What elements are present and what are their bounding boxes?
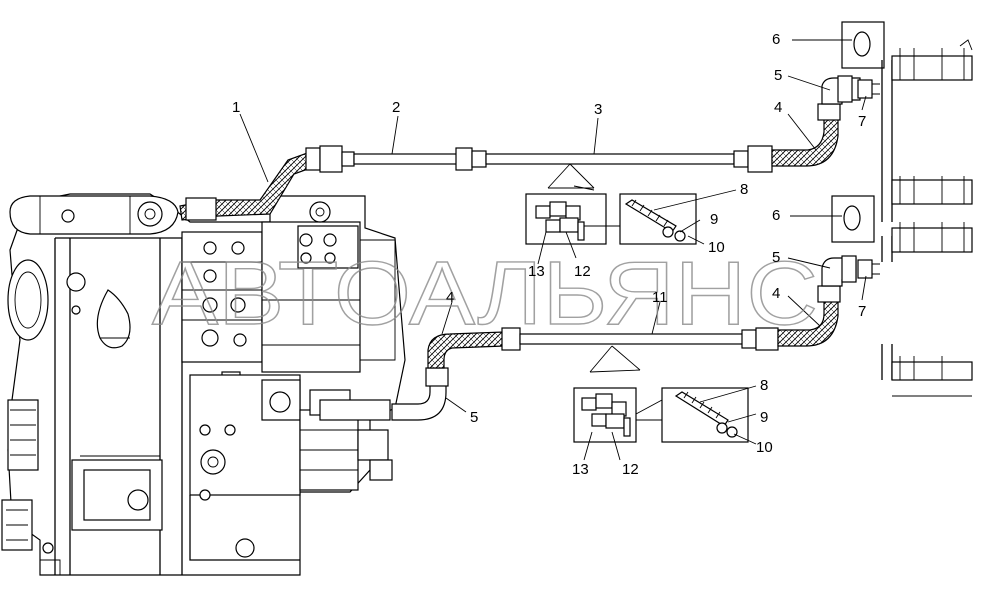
- callout-4: 4: [774, 99, 782, 116]
- watermark-text: АВТОАЛЬЯНС: [152, 244, 818, 344]
- callout-8: 8: [740, 181, 748, 198]
- callout-12: 12: [574, 263, 591, 280]
- callout-4: 4: [446, 289, 454, 306]
- right-edge-manifolds: [881, 39, 973, 397]
- callout-8: 8: [760, 377, 768, 394]
- clamp-detail-upper: [525, 163, 697, 245]
- callout-11: 11: [652, 289, 668, 306]
- transmission-housing: [1, 193, 406, 576]
- clamp-detail-lower: [573, 345, 749, 443]
- callout-7: 7: [858, 113, 866, 130]
- callout-5: 5: [774, 67, 782, 84]
- lower-hose-line: [391, 195, 880, 421]
- upper-hose-line: [179, 21, 885, 221]
- callout-5: 5: [772, 249, 780, 266]
- callout-7: 7: [858, 303, 866, 320]
- callout-6: 6: [772, 31, 780, 48]
- callout-6: 6: [772, 207, 780, 224]
- callout-12: 12: [622, 461, 639, 478]
- leader-lines: [239, 39, 867, 461]
- callout-1: 1: [232, 99, 240, 116]
- callout-10: 10: [708, 239, 725, 256]
- callout-13: 13: [528, 263, 545, 280]
- callout-9: 9: [710, 211, 718, 228]
- callout-9: 9: [760, 409, 768, 426]
- callout-4: 4: [772, 285, 780, 302]
- callout-labels: 1 2 3 4 5 6 7 8 9 10 12 13 6 5 4 7 4 11 …: [232, 31, 866, 478]
- callout-5: 5: [470, 409, 478, 426]
- callout-2: 2: [392, 99, 400, 116]
- callout-3: 3: [594, 101, 602, 118]
- callout-13: 13: [572, 461, 589, 478]
- callout-10: 10: [756, 439, 773, 456]
